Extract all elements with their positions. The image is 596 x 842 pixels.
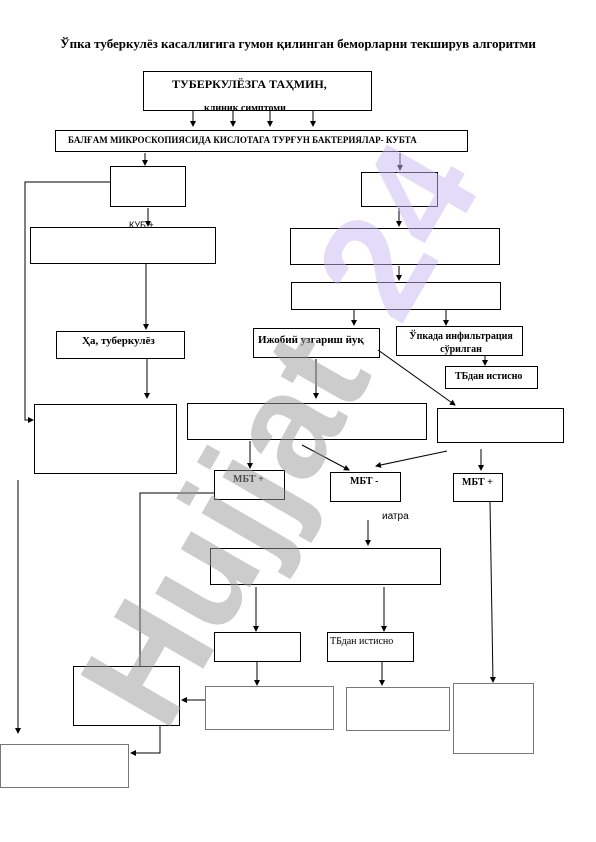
mbt-plus-box-2	[453, 473, 503, 502]
page-title: Ўпка туберкулёз касаллигига гумон қилинг…	[60, 36, 536, 51]
yes-tb-box	[56, 331, 185, 359]
bottom-left-box	[73, 666, 180, 726]
positive-change-label: Ижобий узгариш йуқ	[258, 334, 364, 346]
kub-plus-label: КУБ +	[129, 220, 154, 230]
infiltration-box	[396, 326, 523, 356]
bottom-far-left-box	[0, 744, 129, 788]
mbt-minus-label: МБТ -	[350, 476, 379, 487]
right-result-box	[361, 172, 438, 207]
right-step-box-2	[291, 282, 501, 310]
bottom-right-box	[453, 683, 534, 754]
iatra-label: иатра	[382, 511, 409, 522]
lower-left-box	[214, 632, 301, 662]
middle-wide-box	[187, 403, 427, 440]
tb-excluded-box-2	[327, 632, 414, 662]
bottom-middle-box	[205, 686, 334, 730]
yes-tb-label: Ҳа, туберкулёз	[82, 335, 155, 347]
mbt-plus-label-2: МБТ +	[462, 477, 493, 488]
mbt-minus-box	[330, 472, 401, 502]
tb-excluded-label-2: ТБдан истисно	[330, 636, 394, 647]
sputum-microscopy-label: БАЛҒАМ МИКРОСКОПИЯСИДА КИСЛОТАГА ТУРҒУН …	[68, 135, 417, 145]
tb-excluded-box-1	[445, 366, 538, 389]
left-result-box	[110, 166, 186, 207]
infiltration-label: Ўпкада инфильтрация сўрилган	[409, 331, 513, 355]
middle-lower-box	[210, 548, 441, 585]
right-wide-box	[437, 408, 564, 443]
tb-excluded-label-1: ТБдан истисно	[455, 371, 523, 382]
bottom-right-middle-box	[346, 687, 450, 731]
mbt-plus-label-1: МБТ +	[233, 474, 264, 485]
suspect-tb-box	[143, 71, 372, 111]
suspect-tb-label: ТУБЕРКУЛЁЗГА ТАҲМИН,	[172, 77, 327, 91]
right-step-box-1	[290, 228, 500, 265]
mbt-plus-box-1	[214, 470, 285, 500]
positive-change-box	[253, 328, 380, 358]
left-large-box	[34, 404, 177, 474]
clinical-symptoms-label: клиник симптоми	[204, 103, 286, 114]
sputum-microscopy-box	[55, 130, 468, 152]
left-step-box	[30, 227, 216, 264]
